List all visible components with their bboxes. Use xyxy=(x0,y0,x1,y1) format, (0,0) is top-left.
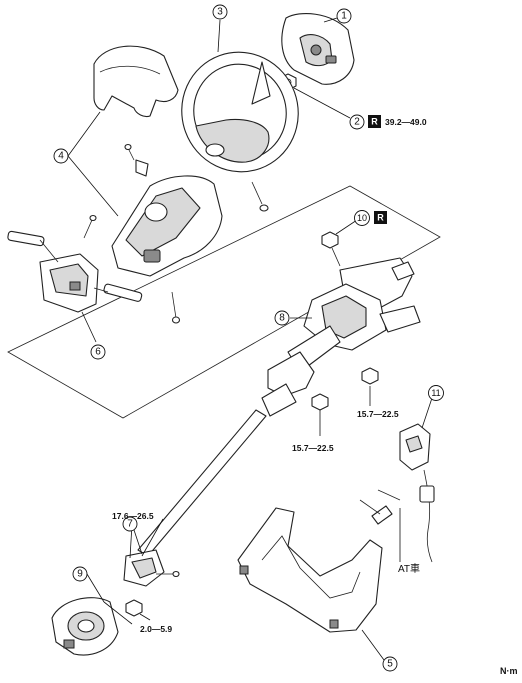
at-vehicle-label: AT車 xyxy=(398,562,420,575)
column-bolt xyxy=(321,231,341,267)
callout-2-label: 2 xyxy=(354,117,360,128)
interlock-cable-clip xyxy=(359,489,401,525)
column-nut-lower xyxy=(311,393,329,411)
callout-1-label: 1 xyxy=(341,11,347,22)
callout-6-label: 6 xyxy=(95,347,101,358)
torque-label-8-upper: 15.7—22.5 xyxy=(357,409,399,419)
replace-badge-2-text: R xyxy=(371,117,378,127)
switch-screw xyxy=(83,214,97,239)
callout-8-label: 8 xyxy=(279,313,285,324)
subassembly-boundary xyxy=(7,185,441,419)
callout-10: 10 xyxy=(354,210,370,226)
torque-label-8-lower: 15.7—22.5 xyxy=(292,443,334,453)
shaft-joint-bolt xyxy=(156,570,180,578)
callout-4: 4 xyxy=(53,148,69,164)
callout-1: 1 xyxy=(336,8,352,24)
replace-badge-10: R xyxy=(374,211,387,224)
dust-boot xyxy=(51,597,119,656)
shaft-joint-nut xyxy=(125,599,143,617)
cover-screw-upper xyxy=(124,143,149,177)
lower-panel xyxy=(237,507,383,633)
torque-label-2: 39.2—49.0 xyxy=(385,117,427,127)
callout-8: 8 xyxy=(274,310,290,326)
callout-7: 7 xyxy=(122,516,138,532)
combination-switch xyxy=(7,230,143,313)
callout-3-label: 3 xyxy=(217,7,223,18)
lower-column-cover xyxy=(111,175,223,277)
column-nut-upper xyxy=(361,367,379,385)
unit-label: N·m xyxy=(500,666,518,676)
callout-6: 6 xyxy=(90,344,106,360)
replace-badge-2: R xyxy=(368,115,381,128)
torque-label-7: 17.6—26.5 xyxy=(112,511,154,521)
callout-11: 11 xyxy=(428,385,444,401)
callout-2: 2 xyxy=(349,114,365,130)
torque-label-9: 2.0—5.9 xyxy=(140,624,172,634)
steering-column xyxy=(261,257,421,417)
wheel-bolt xyxy=(251,181,269,212)
key-interlock-unit xyxy=(399,423,435,563)
callout-4-label: 4 xyxy=(58,151,64,162)
callout-9: 9 xyxy=(72,566,88,582)
steering-wheel xyxy=(181,51,299,173)
callout-10-label: 10 xyxy=(357,213,367,223)
airbag-module xyxy=(281,13,355,85)
callout-3: 3 xyxy=(212,4,228,20)
callout-5: 5 xyxy=(382,656,398,672)
replace-badge-10-text: R xyxy=(377,213,384,223)
callout-9-label: 9 xyxy=(77,569,83,580)
callout-7-label: 7 xyxy=(127,519,133,530)
callout-11-label: 11 xyxy=(431,388,440,398)
callout-5-label: 5 xyxy=(387,659,393,670)
intermediate-shaft xyxy=(123,409,267,587)
upper-column-cover xyxy=(93,45,179,118)
cover-screw-lower xyxy=(171,291,181,324)
